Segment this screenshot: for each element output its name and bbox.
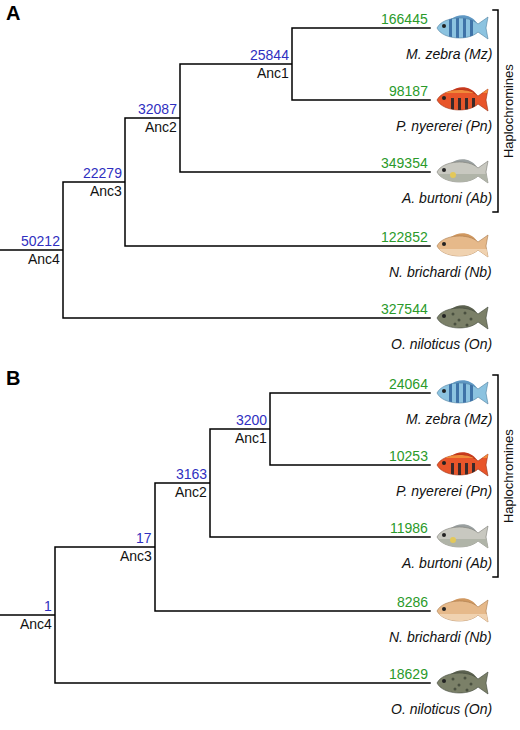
node-count: 17 [136,531,152,546]
fish-illustration [437,598,489,625]
branch-count: 349354 [381,156,428,171]
branch-count: 24064 [389,377,428,392]
fish-illustration [437,233,489,260]
fish-illustration [437,14,488,42]
species-name: N. brichardi (Nb) [389,630,492,645]
branch-count: 11986 [390,521,428,536]
fish-illustration [437,524,489,551]
species-name: O. niloticus (On) [391,702,492,717]
panel-letter: A [6,2,20,24]
fish-illustration [437,86,489,112]
branch-count: 166445 [381,12,428,27]
ancestor-name: Anc2 [145,120,177,135]
node-count: 22279 [83,166,122,181]
species-name: P. nyererei (Pn) [396,484,492,499]
tree-branches [0,28,430,318]
fish-illustration [437,670,488,694]
ancestor-name: Anc3 [90,184,122,199]
fish-illustration [437,379,488,407]
node-count: 50212 [21,234,60,249]
tree-branches [0,393,430,683]
fish-illustration [437,159,489,186]
branch-count: 8286 [397,595,428,610]
node-count: 25844 [250,48,289,63]
clade-label: Haplochromines [502,429,516,523]
ancestor-name: Anc1 [257,66,289,81]
ancestor-name: Anc4 [28,252,60,267]
fish-illustration [437,451,489,477]
node-count: 3200 [236,413,267,428]
branch-count: 98187 [389,84,428,99]
species-name: A. burtoni (Ab) [402,556,492,571]
clade-bracket [493,10,498,212]
ancestor-name: Anc3 [120,549,152,564]
species-name: M. zebra (Mz) [406,47,492,62]
species-name: M. zebra (Mz) [406,412,492,427]
node-count: 32087 [138,102,177,117]
node-count: 3163 [176,467,207,482]
node-count: 1 [44,599,52,614]
branch-count: 18629 [389,667,428,682]
ancestor-name: Anc1 [235,431,267,446]
species-name: O. niloticus (On) [391,337,492,352]
branch-count: 122852 [381,230,428,245]
branch-count: 327544 [381,302,428,317]
ancestor-name: Anc2 [175,485,207,500]
species-name: A. burtoni (Ab) [402,191,492,206]
species-name: P. nyererei (Pn) [396,119,492,134]
fish-illustration [437,305,488,329]
panel-letter: B [6,367,20,389]
species-name: N. brichardi (Nb) [389,265,492,280]
ancestor-name: Anc4 [20,617,52,632]
branch-count: 10253 [389,449,428,464]
clade-bracket [493,375,498,577]
clade-label: Haplochromines [502,64,516,158]
